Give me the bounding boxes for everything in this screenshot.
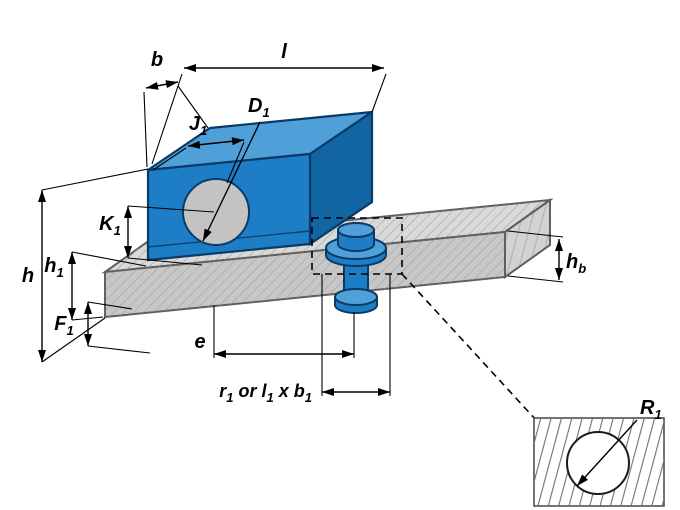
dim-hb: hb: [507, 230, 586, 283]
ext-line: [177, 85, 209, 129]
ext-line: [71, 251, 147, 267]
dim-f1: F1: [54, 301, 151, 354]
label-k1: K1: [99, 213, 121, 238]
dim-h: h: [22, 168, 149, 363]
slide-block: [146, 109, 374, 262]
ext-line: [127, 205, 215, 213]
detail-leader-line: [401, 273, 537, 421]
dim-j1: J1: [152, 113, 245, 184]
ext-line: [226, 141, 245, 184]
rail-front-hatch: [105, 232, 505, 317]
detail-radius-line: [576, 419, 638, 487]
label-b: b: [151, 49, 163, 71]
detail-view: R1: [533, 397, 665, 507]
diameter-leader-line: [202, 121, 261, 242]
ext-line: [87, 301, 133, 310]
dim-h1: h1: [44, 251, 147, 321]
label-e: e: [194, 331, 205, 353]
bolt-lower-flange-top: [334, 288, 378, 306]
dim-line: [145, 80, 179, 90]
dim-slot: r1 or l1 x b1: [219, 274, 391, 405]
label-r1: R1: [640, 397, 662, 422]
label-hb: hb: [566, 251, 586, 276]
ext-line: [371, 73, 387, 113]
label-f1: F1: [54, 313, 73, 338]
ext-line: [41, 317, 106, 363]
label-h: h: [22, 265, 34, 287]
label-l: l: [281, 41, 287, 63]
ext-line: [152, 147, 187, 171]
detail-callout-frame: [311, 217, 403, 275]
ext-line: [87, 345, 151, 354]
label-d1: D1: [248, 95, 270, 120]
rail-end-hatch: [505, 200, 550, 277]
dim-k1: K1: [99, 205, 215, 266]
label-j1: J1: [189, 113, 207, 138]
ext-line: [127, 257, 203, 266]
ext-line: [507, 275, 564, 283]
dim-width-b: b: [143, 49, 209, 168]
bolt-cap-top: [337, 222, 375, 238]
dim-line: [187, 137, 245, 149]
dim-d1: D1: [202, 95, 270, 242]
label-slot-dimension: r1 or l1 x b1: [219, 381, 312, 405]
ext-line: [41, 168, 149, 191]
label-h1: h1: [44, 255, 63, 280]
dim-e: e: [194, 305, 355, 358]
ext-line: [507, 230, 564, 238]
ext-line: [143, 91, 148, 168]
bore-hole: [182, 178, 250, 246]
